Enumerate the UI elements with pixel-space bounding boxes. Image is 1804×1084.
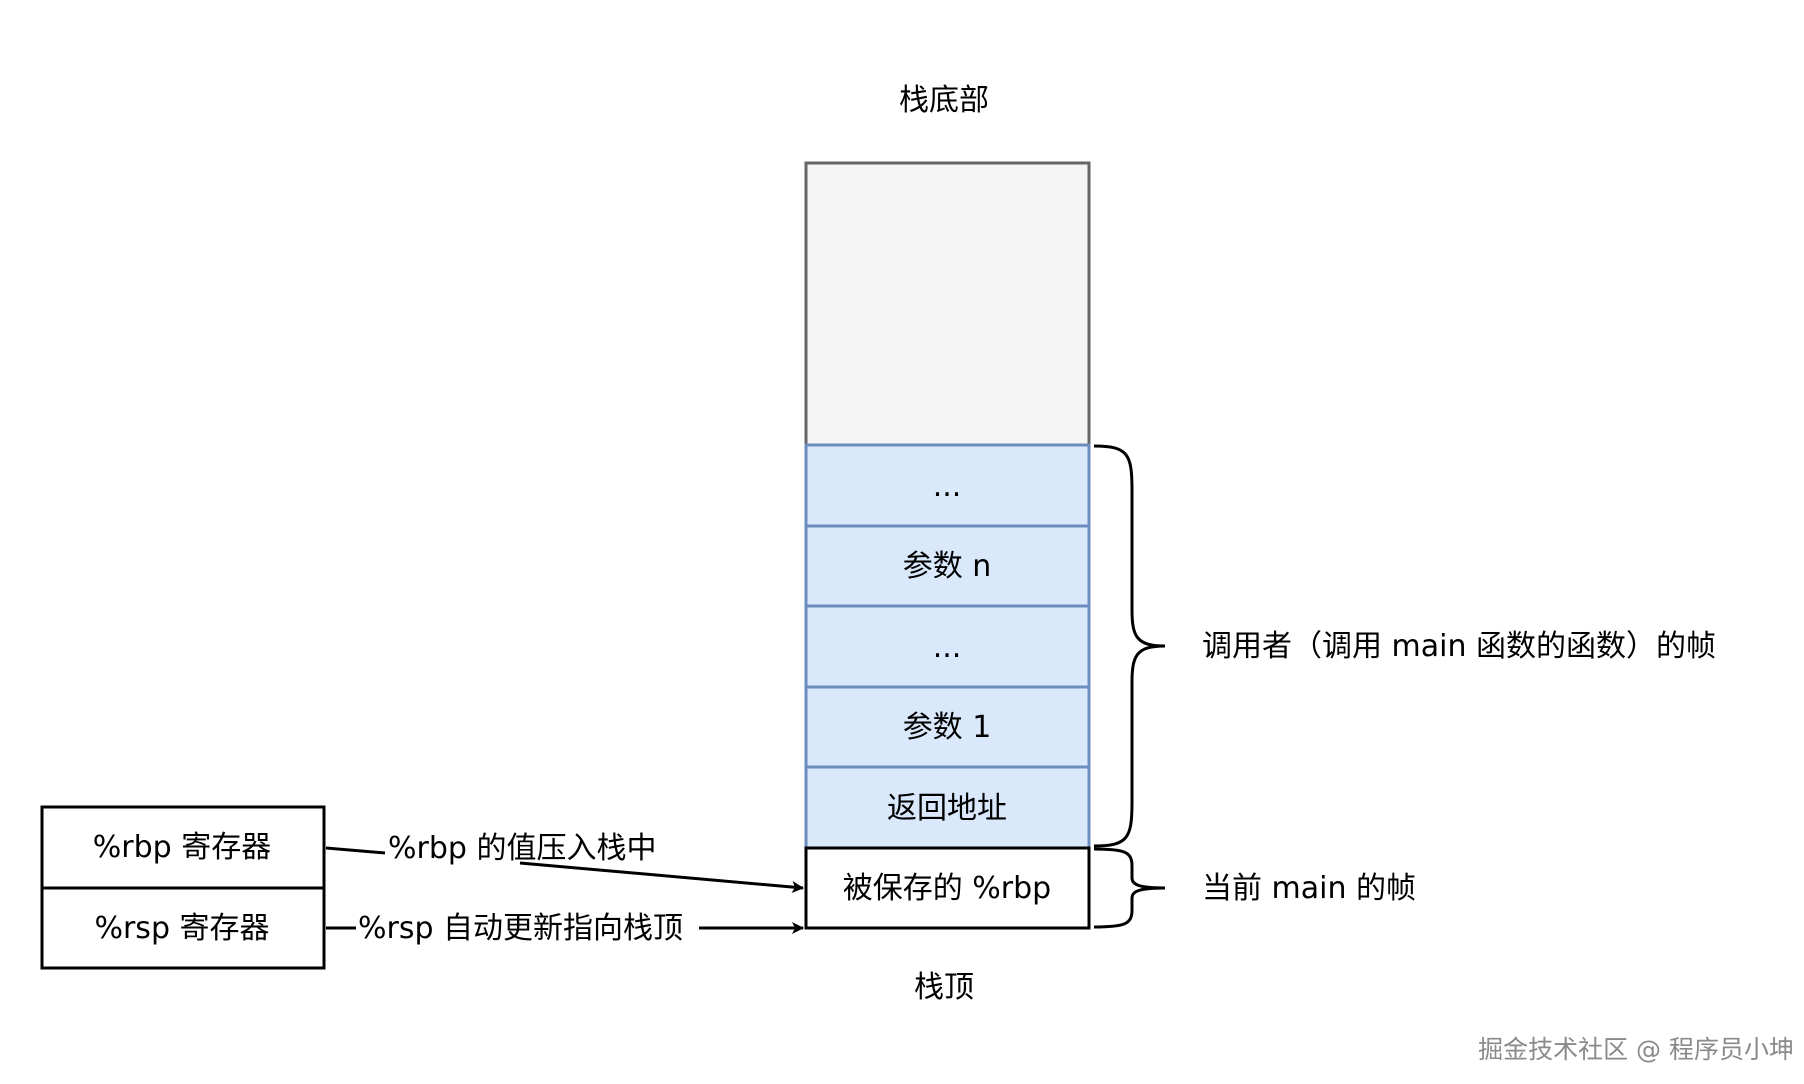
stack-cell-label: ... — [933, 469, 962, 504]
stack-cell-ellipsis-1 — [804, 443, 1091, 528]
watermark-text: 掘金技术社区 @ 程序员小坤 — [1478, 1035, 1794, 1064]
rsp-update-label: %rsp 自动更新指向栈顶 — [358, 911, 683, 946]
stack-cell-saved-rbp — [804, 846, 1091, 930]
stack-cell-label: 参数 1 — [903, 710, 992, 745]
current-frame-brace — [1093, 847, 1166, 929]
caller-frame-brace — [1093, 444, 1166, 848]
stack-cell-label: 返回地址 — [887, 791, 1007, 826]
stack-cell-arg-1 — [804, 685, 1091, 769]
caller-frame-cells: ... 参数 n ... 参数 1 返回地址 — [804, 443, 1091, 850]
caller-frame-label: 调用者（调用 main 函数的函数）的帧 — [1202, 629, 1716, 664]
rbp-register-label: %rbp 寄存器 — [93, 830, 271, 865]
rbp-push-arrow — [519, 861, 804, 894]
current-frame-label: 当前 main 的帧 — [1202, 871, 1416, 906]
stack-cell-arg-n — [804, 524, 1091, 608]
stack-top-label: 栈顶 — [914, 970, 974, 1005]
stack-cell-label: 被保存的 %rbp — [843, 871, 1051, 906]
stack-cell-label: ... — [933, 630, 962, 665]
stack-empty-region — [804, 161, 1091, 447]
rsp-register-label: %rsp 寄存器 — [94, 911, 269, 946]
stack-bottom-label: 栈底部 — [899, 83, 989, 118]
rsp-register-box — [40, 886, 326, 970]
rbp-push-connector — [325, 846, 386, 855]
stack-cell-label: 参数 n — [903, 549, 992, 584]
rbp-push-label: %rbp 的值压入栈中 — [388, 831, 656, 866]
